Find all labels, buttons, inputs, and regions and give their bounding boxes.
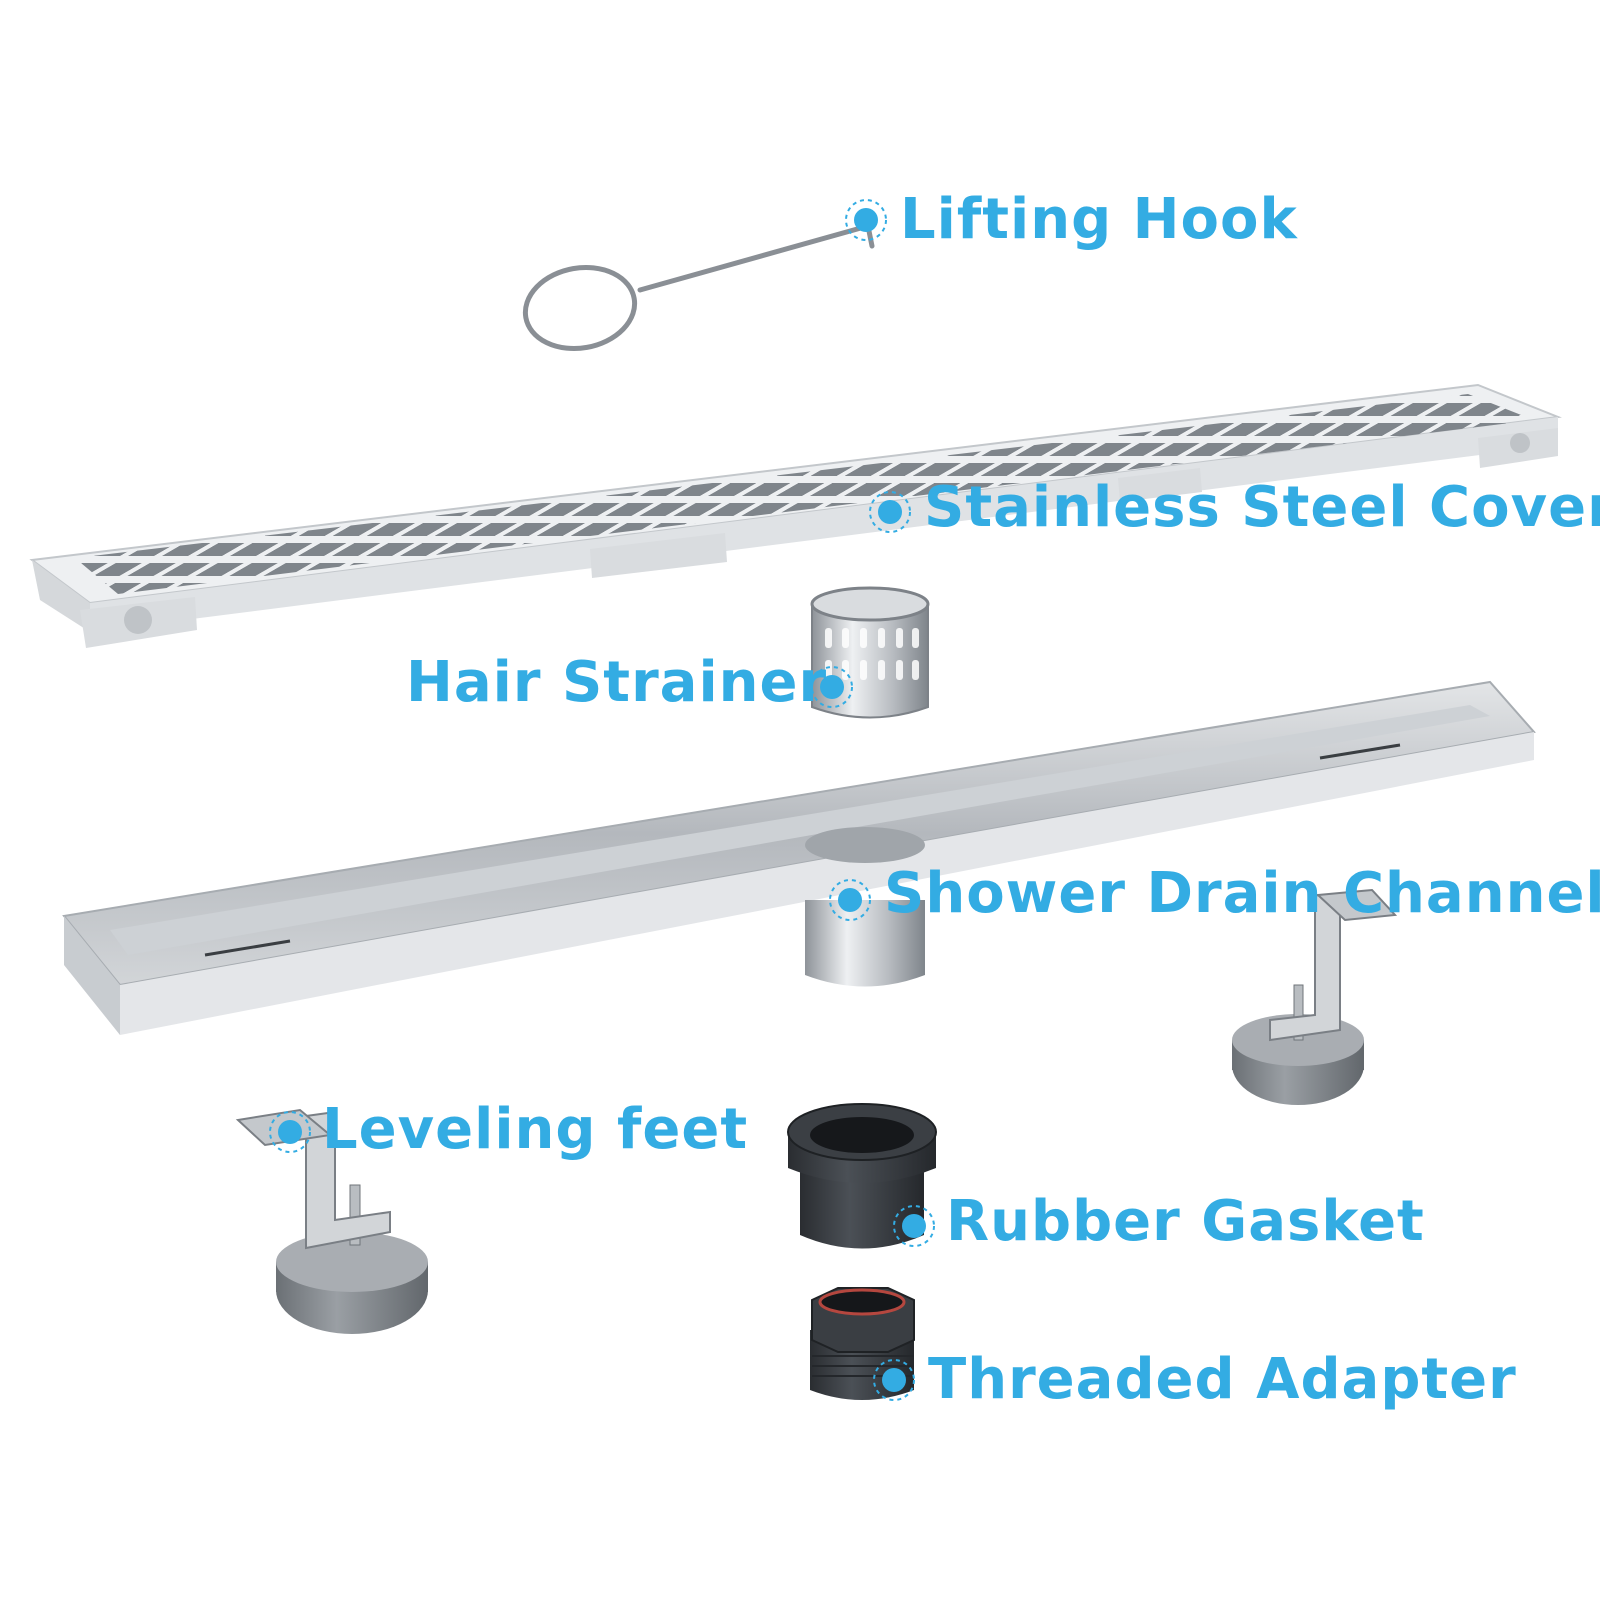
label-marker-icon: [893, 1205, 935, 1247]
stainless-steel-cover-graphic: [29, 383, 1562, 648]
rubber-gasket-label: Rubber Gasket: [946, 1189, 1425, 1254]
label-marker-icon: [269, 1111, 311, 1153]
hair-strainer-label: Hair Strainer: [406, 650, 828, 715]
label-marker-icon: [845, 199, 887, 241]
lifting-hook-graphic: [522, 222, 875, 352]
leveling-foot-right-graphic: [1232, 888, 1398, 1105]
label-marker-icon: [811, 666, 853, 708]
leveling-feet-label: Leveling feet: [322, 1097, 749, 1162]
shower-drain-channel-label: Shower Drain Channel: [884, 861, 1600, 926]
stainless-steel-cover-label: Stainless Steel Cover: [924, 475, 1600, 540]
label-marker-icon: [829, 879, 871, 921]
lifting-hook-label: Lifting Hook: [900, 187, 1298, 252]
rubber-gasket-graphic: [787, 1103, 937, 1249]
label-marker-icon: [873, 1359, 915, 1401]
label-marker-icon: [869, 491, 911, 533]
shower-drain-channel-graphic: [62, 680, 1536, 1035]
threaded-adapter-label: Threaded Adapter: [928, 1347, 1517, 1412]
